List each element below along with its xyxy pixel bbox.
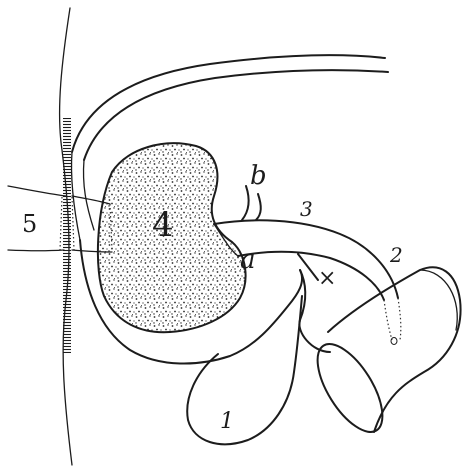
label-4: 4	[152, 205, 174, 245]
label-b: b	[250, 161, 267, 191]
upper-tube-descend-inner	[83, 160, 94, 230]
label-1: 1	[220, 409, 234, 434]
label-x: ×	[318, 266, 336, 291]
duct-dotted-continuation	[384, 298, 401, 340]
duct-5-lower-edge	[8, 250, 112, 252]
duct-5-upper-edge	[8, 186, 110, 204]
branch-b-right	[256, 194, 261, 220]
duct-5-dotted-left	[60, 197, 62, 250]
upper-tube-inner	[84, 70, 388, 160]
duct-3-lower	[238, 252, 384, 300]
label-a: a	[240, 245, 256, 275]
label-5: 5	[22, 210, 37, 238]
hatched-band	[63, 118, 71, 353]
label-3: 3	[300, 197, 313, 221]
label-2: 2	[389, 243, 403, 267]
duct-opening	[391, 338, 397, 345]
cylinder-far-end	[420, 270, 457, 330]
cylinder-body	[328, 267, 461, 432]
upper-tube-descend-outer	[71, 152, 80, 240]
branch-b-left	[242, 186, 249, 220]
